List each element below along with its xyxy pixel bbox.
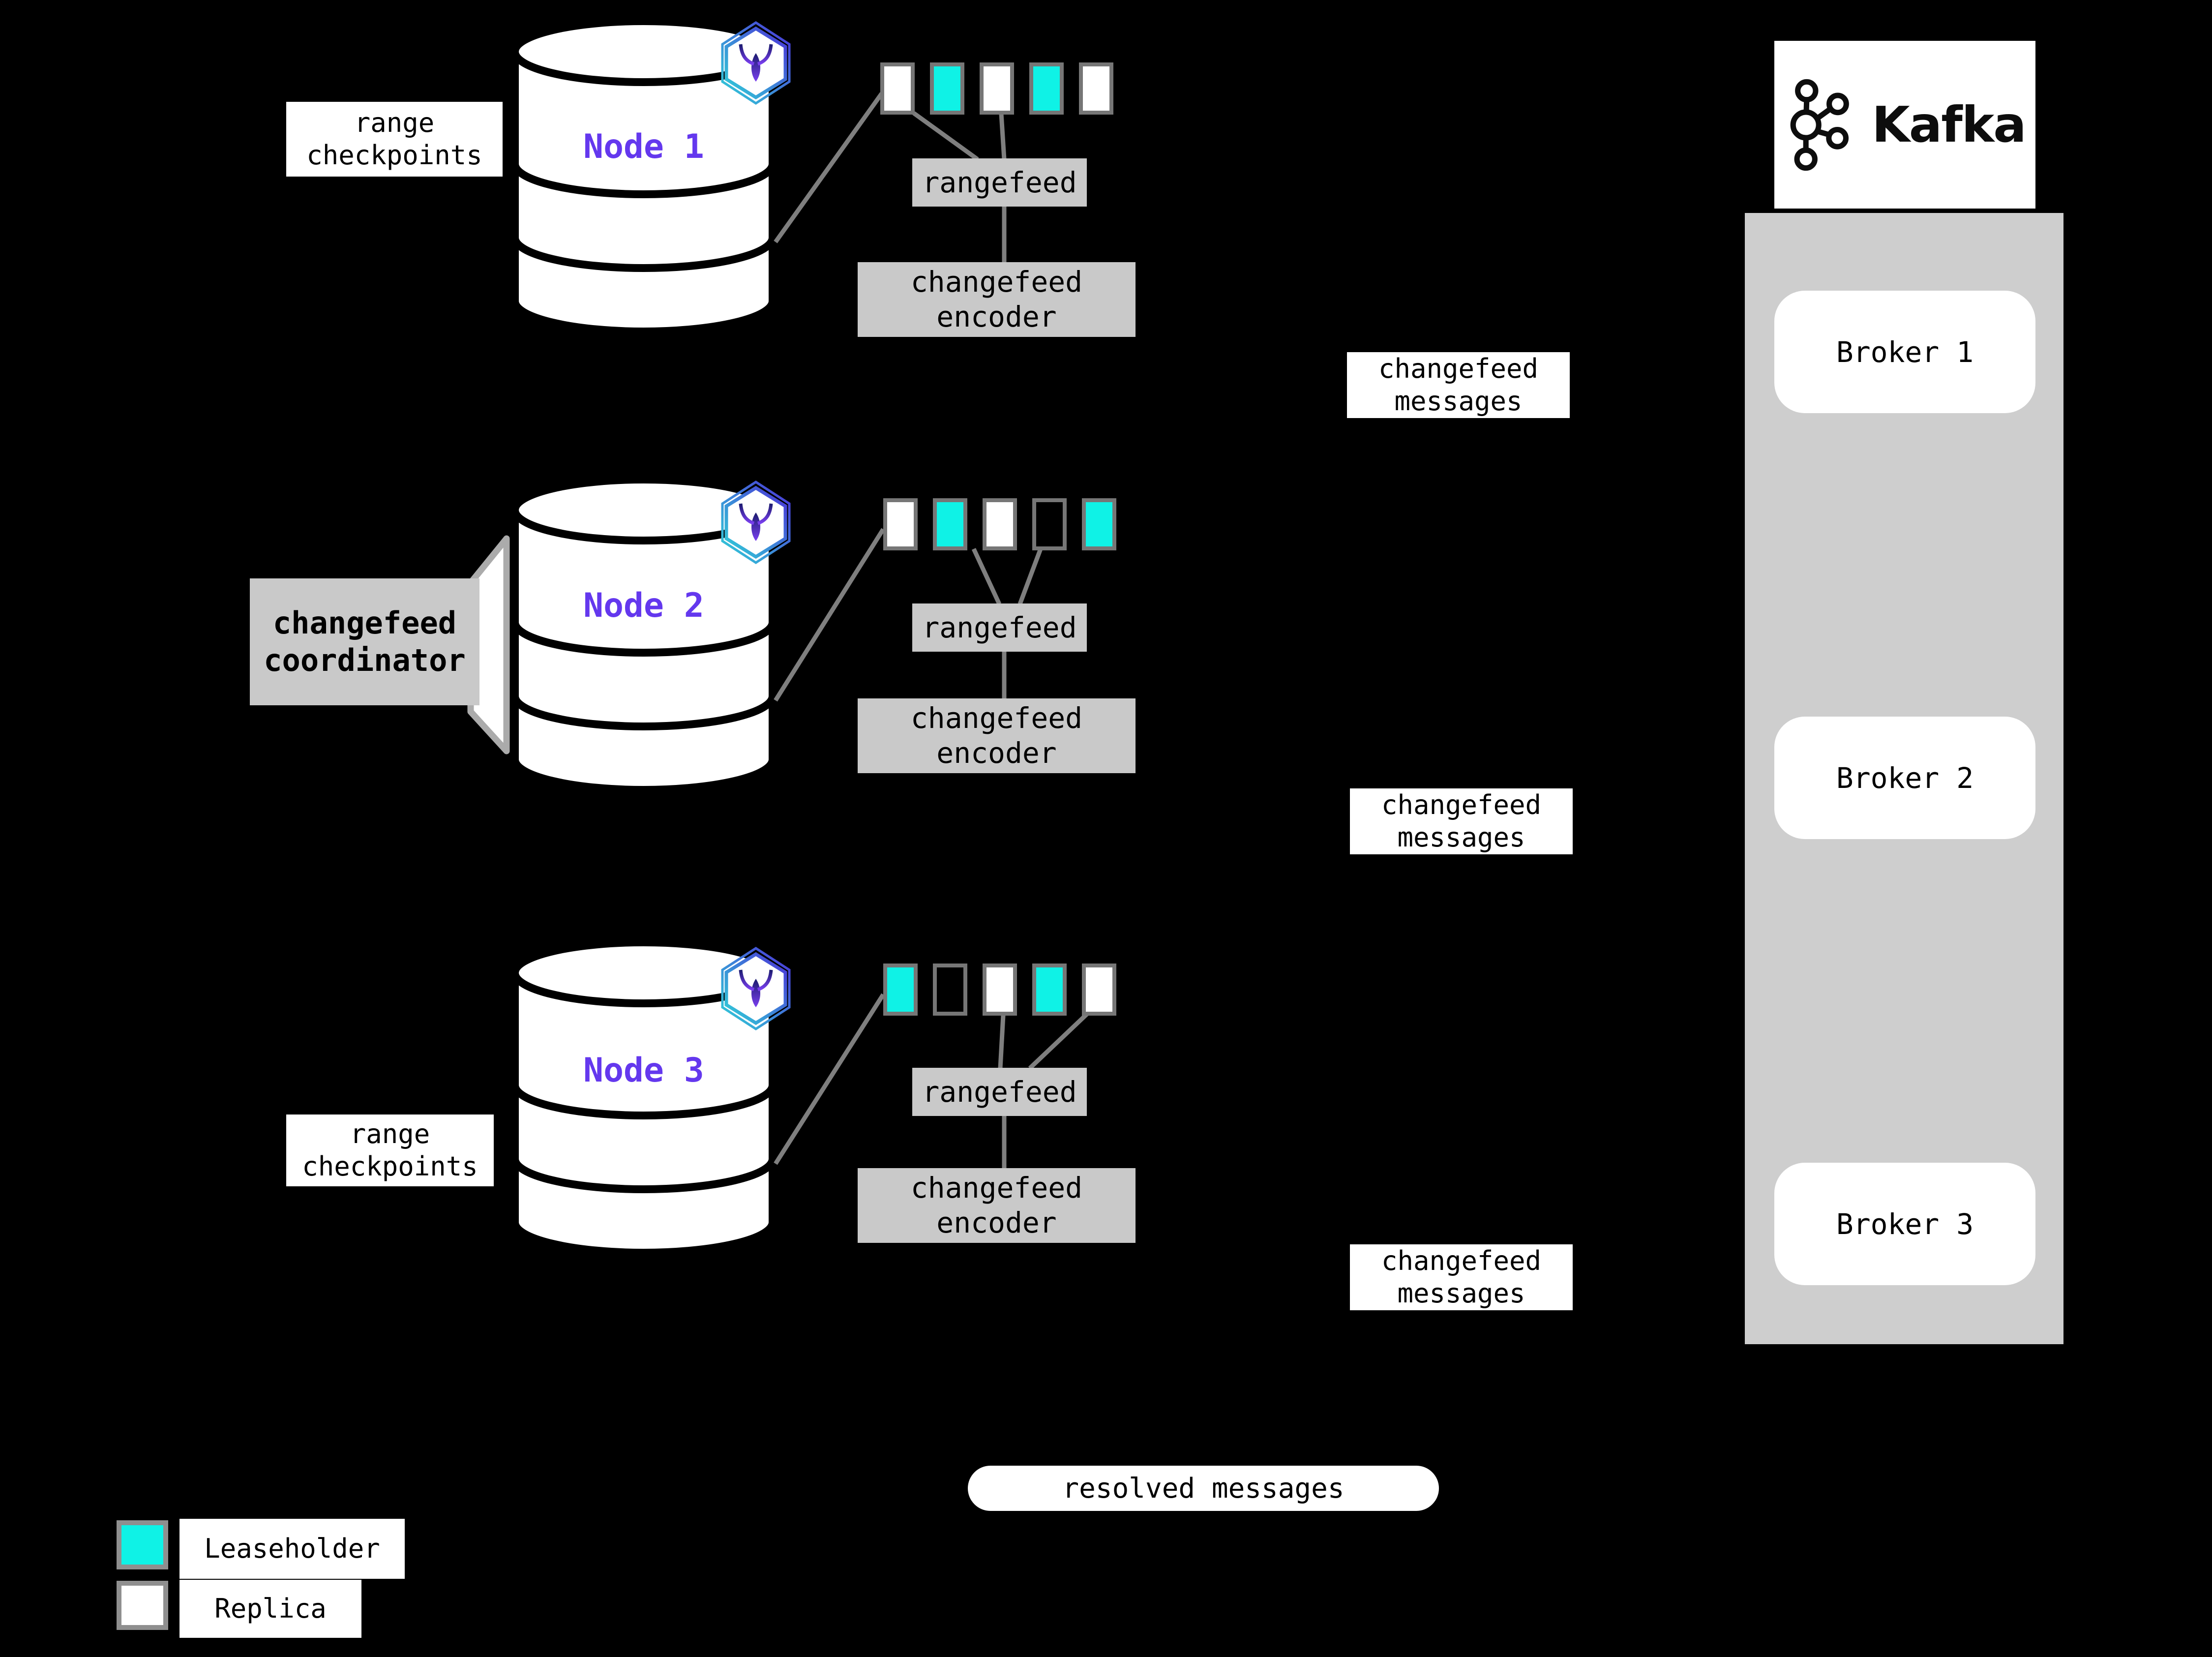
kafka-logo-icon <box>1790 79 1850 171</box>
rangefeed-box-node3: rangefeed <box>912 1068 1087 1116</box>
range-square-replica <box>983 964 1017 1016</box>
messages-line1: changefeed <box>1381 1245 1542 1277</box>
node-2-label: Node 2 <box>583 586 704 625</box>
legend-leaseholder-swatch <box>117 1520 168 1569</box>
connector-lines <box>774 92 1089 1168</box>
range-checkpoints-label-node3: range checkpoints <box>286 1115 494 1186</box>
messages-line1: changefeed <box>1381 789 1542 821</box>
range-checkpoints-line2: checkpoints <box>302 1151 478 1182</box>
legend-replica-text: Replica <box>214 1593 327 1625</box>
changefeed-messages-label-3: changefeed messages <box>1350 1244 1573 1310</box>
broker-2-label: Broker 2 <box>1836 761 1974 795</box>
broker-1-label: Broker 1 <box>1836 335 1974 369</box>
broker-2: Broker 2 <box>1774 717 2035 839</box>
changefeed-coordinator-box: changefeed coordinator <box>250 578 479 705</box>
legend-replica-label: Replica <box>179 1580 361 1638</box>
range-square-replica <box>880 62 915 115</box>
range-square-empty <box>933 964 967 1016</box>
range-square-leaseholder <box>1032 964 1067 1016</box>
range-square-leaseholder <box>883 964 918 1016</box>
range-square-replica <box>980 62 1014 115</box>
range-square-replica <box>1082 964 1116 1016</box>
encoder-line1: changefeed <box>910 1171 1083 1205</box>
rangefeed-box-node2: rangefeed <box>912 603 1087 652</box>
changefeed-encoder-box-node2: changefeed encoder <box>858 698 1136 773</box>
encoder-line2: encoder <box>936 736 1057 770</box>
rangefeed-label: rangefeed <box>922 165 1077 199</box>
resolved-messages-pill: resolved messages <box>968 1466 1439 1511</box>
coordinator-line2: coordinator <box>264 642 466 678</box>
encoder-line1: changefeed <box>910 265 1083 299</box>
changefeed-encoder-box-node3: changefeed encoder <box>858 1168 1136 1243</box>
node-3-label: Node 3 <box>583 1051 704 1090</box>
changefeed-messages-label-2: changefeed messages <box>1350 788 1573 854</box>
arrowhead-broker3 <box>2060 1228 2071 1235</box>
range-square-leaseholder <box>933 498 967 550</box>
database-cylinder <box>511 476 777 794</box>
node-1-range-squares <box>880 62 1113 115</box>
messages-line2: messages <box>1394 386 1523 417</box>
legend-leaseholder-label: Leaseholder <box>179 1519 405 1579</box>
node-2-range-squares <box>883 498 1116 550</box>
resolved-messages-label: resolved messages <box>1062 1472 1345 1505</box>
messages-line1: changefeed <box>1378 353 1539 385</box>
range-square-replica <box>883 498 918 550</box>
messages-line2: messages <box>1397 1278 1525 1309</box>
coordinator-line1: changefeed <box>272 605 457 641</box>
coordinator-callout-pointer <box>467 535 510 754</box>
range-square-leaseholder <box>1082 498 1116 550</box>
changefeed-messages-label-1: changefeed messages <box>1347 352 1570 418</box>
rangefeed-label: rangefeed <box>922 1075 1077 1109</box>
broker-3-label: Broker 3 <box>1836 1207 1974 1241</box>
range-square-empty <box>1032 498 1067 550</box>
cockroachdb-hexagon-icon <box>721 481 791 564</box>
cockroachdb-hexagon-icon <box>721 21 791 105</box>
rangefeed-label: rangefeed <box>922 610 1077 644</box>
rangefeed-box-node1: rangefeed <box>912 158 1087 207</box>
range-square-replica <box>983 498 1017 550</box>
range-square-leaseholder <box>1029 62 1064 115</box>
kafka-logo: Kafka <box>1774 41 2035 209</box>
range-square-replica <box>1079 62 1113 115</box>
range-square-leaseholder <box>930 62 964 115</box>
changefeed-encoder-box-node1: changefeed encoder <box>858 262 1136 337</box>
kafka-wordmark: Kafka <box>1872 96 2026 153</box>
broker-1: Broker 1 <box>1774 291 2035 413</box>
node-1-label: Node 1 <box>583 127 704 166</box>
encoder-line2: encoder <box>936 1206 1057 1239</box>
encoder-line1: changefeed <box>910 701 1083 735</box>
encoder-line2: encoder <box>936 300 1057 333</box>
legend-leaseholder-text: Leaseholder <box>204 1533 380 1565</box>
messages-line2: messages <box>1397 822 1525 853</box>
range-checkpoints-line1: range <box>350 1118 430 1150</box>
database-cylinder <box>511 17 777 335</box>
node-3-range-squares <box>883 964 1116 1016</box>
cockroachdb-hexagon-icon <box>721 947 791 1030</box>
range-checkpoints-line2: checkpoints <box>306 140 482 171</box>
range-checkpoints-line1: range <box>354 107 435 139</box>
range-checkpoints-label-node1: range checkpoints <box>286 102 503 177</box>
database-cylinder <box>511 938 777 1257</box>
legend-replica-swatch <box>117 1581 168 1630</box>
broker-3: Broker 3 <box>1774 1163 2035 1285</box>
